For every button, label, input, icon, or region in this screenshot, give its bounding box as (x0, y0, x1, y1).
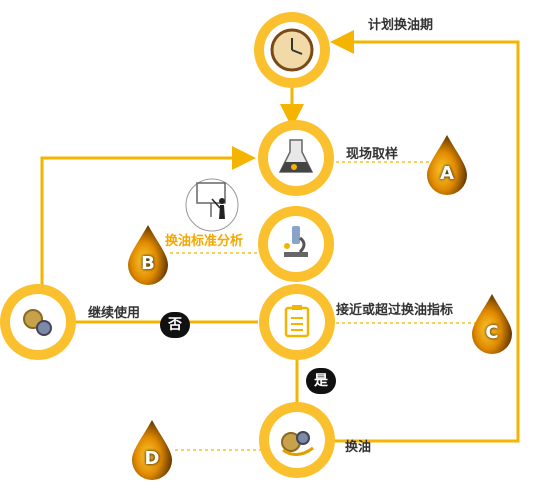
drop-b (128, 225, 168, 285)
drop-a (427, 135, 467, 195)
drop-d (132, 420, 172, 480)
decision-no-badge: 否 (160, 312, 190, 338)
step-continue (0, 284, 76, 360)
label-analyze: 换油标准分析 (165, 234, 244, 249)
step-analyze (258, 206, 334, 282)
drop-c (472, 294, 512, 354)
step-change (259, 402, 335, 478)
drop-a-letter: A (440, 163, 454, 184)
drop-d-letter: D (144, 448, 160, 469)
label-check: 接近或超过换油指标 (336, 303, 454, 318)
label-sample: 现场取样 (346, 147, 399, 162)
step-sample (258, 120, 334, 196)
connector-change-to-plan (330, 30, 520, 443)
step-check (259, 284, 335, 360)
dotted-leaders (170, 161, 476, 451)
drop-b-letter: B (141, 253, 155, 274)
drop-c-letter: C (485, 322, 499, 343)
presenter-illustration (185, 178, 239, 232)
label-change: 换油 (345, 440, 372, 455)
decision-yes-badge: 是 (306, 368, 336, 394)
label-continue: 继续使用 (88, 306, 141, 321)
connector-continue-to-sample (40, 146, 256, 293)
label-plan: 计划换油期 (368, 18, 434, 33)
step-plan (254, 12, 330, 88)
